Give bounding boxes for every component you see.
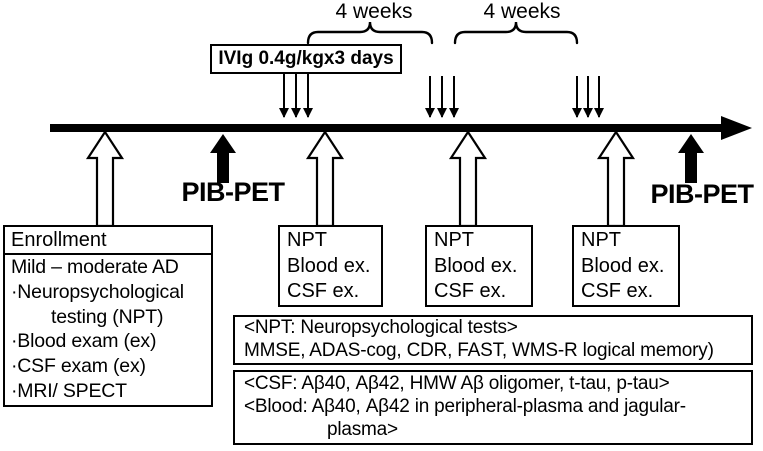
legend-line: <CSF: Aβ40, Aβ42, HMW Aβ oligomer, t-tau…	[244, 373, 670, 394]
enrollment-arrow	[85, 129, 125, 228]
enrollment-line: ·Blood exam (ex)	[11, 330, 157, 353]
enrollment-line: ·Neuropsychological	[11, 280, 184, 303]
assessment-box-3: NPT Blood ex. CSF ex.	[572, 225, 680, 307]
enrollment-title: Enrollment	[5, 227, 211, 255]
enrollment-box: Enrollment Mild – moderate AD ·Neuropsyc…	[3, 225, 213, 407]
assessment-line: Blood ex.	[581, 254, 665, 277]
interval-label-2: 4 weeks	[483, 0, 561, 23]
legend-biomarker-box: <CSF: Aβ40, Aβ42, HMW Aβ oligomer, t-tau…	[233, 370, 753, 445]
pet-arrow-2	[678, 134, 704, 183]
legend-line: <Blood: Aβ40, Aβ42 in peripheral-plasma …	[244, 396, 686, 418]
interval-brace-1	[306, 21, 434, 45]
assessment-line: CSF ex.	[581, 280, 654, 302]
enrollment-line: testing (NPT)	[51, 305, 164, 328]
assessment-line: Blood ex.	[434, 254, 518, 277]
infusion-arrows-course-1	[279, 74, 313, 118]
legend-npt-box: <NPT: Neuropsychological tests> MMSE, AD…	[233, 315, 753, 365]
assessment-line: NPT	[581, 229, 621, 251]
enrollment-line: Mild – moderate AD	[11, 256, 179, 278]
assessment-line: CSF ex.	[287, 280, 360, 302]
assessment-line: NPT	[434, 229, 474, 251]
legend-line: <NPT: Neuropsychological tests>	[244, 317, 518, 338]
legend-line: plasma>	[327, 419, 398, 441]
timeline-arrowhead-icon	[721, 116, 752, 140]
assessment-arrow-2	[448, 129, 488, 228]
assessment-line: Blood ex.	[287, 254, 371, 277]
assessment-line: NPT	[287, 229, 327, 251]
assessment-arrow-3	[596, 129, 636, 228]
pet-arrow-1	[210, 134, 236, 183]
interval-brace-2	[453, 21, 579, 45]
enrollment-line: ·CSF exam (ex)	[11, 355, 146, 378]
assessment-arrow-1	[305, 129, 345, 228]
pet-label-2: PIB-PET	[650, 179, 754, 209]
assessment-line: CSF ex.	[434, 280, 507, 302]
pet-label-1: PIB-PET	[181, 177, 285, 207]
interval-label-1: 4 weeks	[335, 0, 413, 23]
legend-line: MMSE, ADAS-cog, CDR, FAST, WMS-R logical…	[244, 339, 714, 361]
assessment-box-2: NPT Blood ex. CSF ex.	[425, 225, 533, 307]
infusion-arrows-course-2	[425, 76, 459, 118]
infusion-arrows-course-3	[572, 76, 604, 118]
assessment-box-1: NPT Blood ex. CSF ex.	[278, 225, 383, 307]
treatment-box: IVIg 0.4g/kgx3 days	[210, 44, 402, 74]
enrollment-line: ·MRI/ SPECT	[11, 379, 127, 402]
